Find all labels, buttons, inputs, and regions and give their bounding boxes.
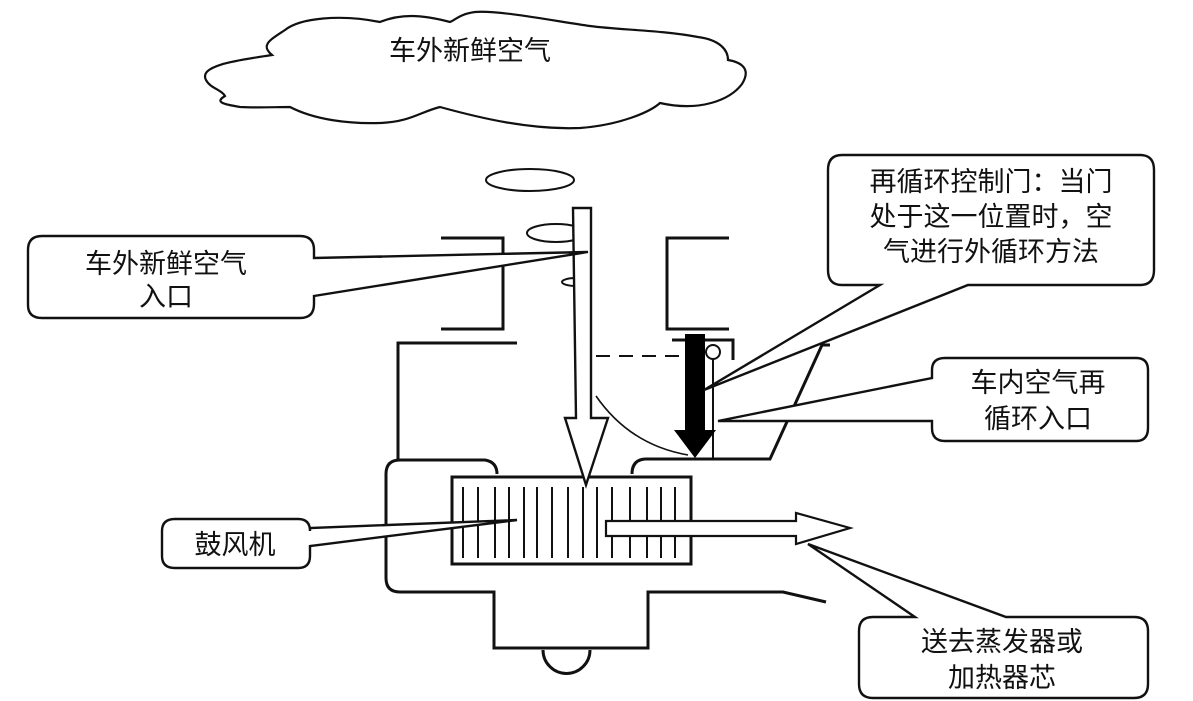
callout-recirc-door-line1: 再循环控制门：当门 bbox=[870, 167, 1113, 198]
callout-fresh-air-inlet: 车外新鲜空气 入口 bbox=[26, 234, 589, 320]
callout-blower-label: 鼓风机 bbox=[195, 530, 276, 561]
fresh-air-cloud: 车外新鲜空气 bbox=[203, 10, 747, 130]
callout-cabin-recirc-line1: 车内空气再 bbox=[971, 368, 1106, 399]
fresh-air-inlet-duct-left bbox=[441, 236, 505, 331]
recirc-duct-right bbox=[665, 236, 729, 331]
blower-housing bbox=[384, 458, 827, 650]
motor-bump bbox=[541, 649, 592, 675]
door-swing-arc bbox=[595, 395, 689, 456]
callout-recirc-door-line3: 气进行外循环方法 bbox=[883, 237, 1099, 268]
callout-blower: 鼓风机 bbox=[160, 517, 518, 570]
outlet-flow-arrow bbox=[604, 511, 854, 546]
housing-left-wall bbox=[396, 341, 517, 460]
callout-fresh-air-inlet-line2: 入口 bbox=[139, 282, 193, 313]
callout-to-evaporator-heater: 送去蒸发器或 加热器芯 bbox=[807, 542, 1150, 700]
callout-evap-line1: 送去蒸发器或 bbox=[921, 627, 1083, 658]
callout-recirculation-door: 再循环控制门：当门 处于这一位置时，空 气进行外循环方法 bbox=[703, 153, 1156, 392]
callout-cabin-recirc-inlet: 车内空气再 循环入口 bbox=[717, 356, 1150, 443]
housing-top-left-lip bbox=[400, 458, 499, 475]
callout-fresh-air-inlet-line1: 车外新鲜空气 bbox=[85, 249, 247, 280]
housing-top-right-wall bbox=[630, 343, 830, 475]
airflow-ellipse-top bbox=[485, 168, 575, 192]
callout-evap-line2: 加热器芯 bbox=[948, 663, 1056, 694]
cloud-label: 车外新鲜空气 bbox=[389, 36, 551, 67]
fresh-air-flow-arrow bbox=[563, 206, 610, 489]
recirc-door-arrow bbox=[674, 334, 716, 458]
callout-recirc-door-line2: 处于这一位置时，空 bbox=[870, 202, 1113, 233]
callout-cabin-recirc-line2: 循环入口 bbox=[984, 404, 1092, 435]
door-hinge bbox=[705, 344, 721, 360]
